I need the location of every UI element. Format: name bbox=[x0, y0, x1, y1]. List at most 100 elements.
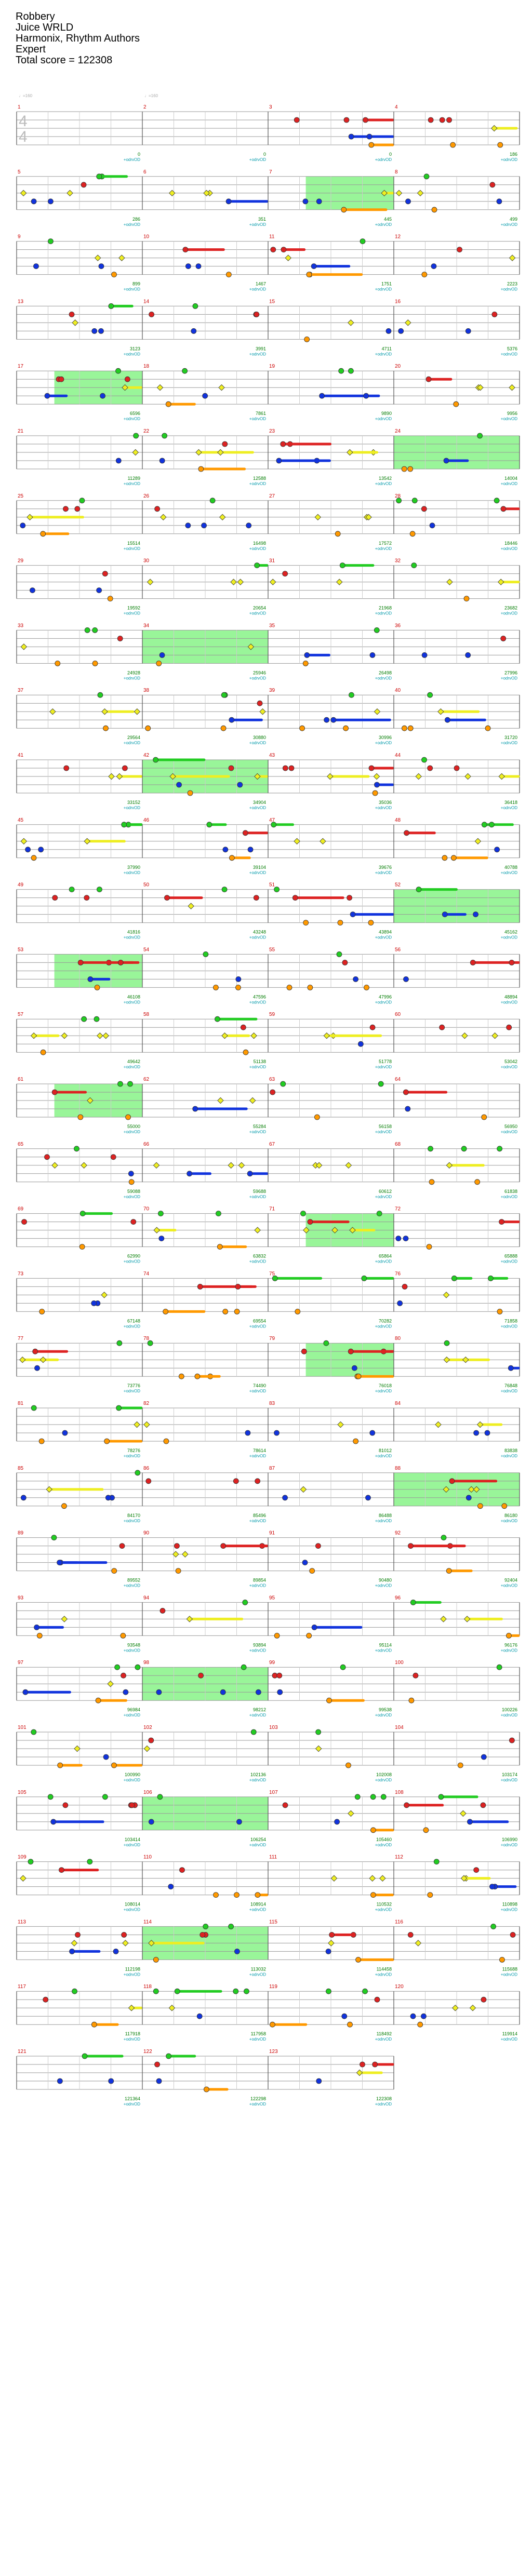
note-gem bbox=[174, 1988, 180, 1994]
note-gem bbox=[270, 2021, 275, 2028]
note-gem bbox=[295, 1308, 301, 1314]
note-gem bbox=[108, 2078, 114, 2084]
measure-number: 52 bbox=[395, 882, 401, 888]
measure-number: 21 bbox=[18, 428, 24, 434]
note-gem bbox=[485, 725, 491, 731]
measure-score: 5376 bbox=[507, 346, 517, 351]
note-gem bbox=[311, 1624, 317, 1630]
measure-score: 6596 bbox=[130, 411, 140, 416]
note-gem bbox=[270, 579, 276, 585]
note-gem bbox=[31, 198, 37, 205]
measure-number: 102 bbox=[143, 1725, 152, 1730]
overdrive-label: +odrvOD bbox=[501, 1584, 517, 1588]
measure-number: 44 bbox=[395, 753, 401, 758]
measure-number: 24 bbox=[395, 428, 401, 434]
note-gem bbox=[491, 312, 498, 317]
measure-score: 119914 bbox=[502, 2031, 517, 2036]
measure-score: 60612 bbox=[379, 1189, 392, 1194]
note-gem bbox=[395, 1236, 402, 1242]
note-gem bbox=[50, 1819, 57, 1825]
note-gem bbox=[182, 1551, 189, 1558]
note-gem bbox=[500, 636, 507, 641]
note-gem bbox=[315, 1162, 323, 1169]
note-gem bbox=[442, 911, 448, 917]
note-gem bbox=[423, 173, 430, 180]
note-gem bbox=[294, 117, 300, 123]
measure-score: 108914 bbox=[250, 1902, 266, 1907]
note-gem bbox=[33, 263, 39, 269]
measure-number: 87 bbox=[269, 1466, 275, 1471]
measure-score: 3123 bbox=[130, 346, 140, 351]
note-gem bbox=[110, 1154, 116, 1160]
measure-number: 106 bbox=[143, 1790, 152, 1795]
note-gem bbox=[57, 1762, 63, 1768]
overdrive-label: +odrvOD bbox=[501, 1130, 517, 1134]
note-gem bbox=[421, 757, 427, 763]
note-gem bbox=[249, 1097, 256, 1104]
note-gem bbox=[446, 1162, 453, 1169]
note-gem bbox=[425, 376, 432, 382]
note-gem bbox=[276, 1672, 283, 1679]
measure-score: 92404 bbox=[504, 1578, 517, 1583]
overdrive-label: +odrvOD bbox=[501, 611, 517, 616]
song-header: Robbery Juice WRLD Harmonix, Rhythm Auth… bbox=[16, 11, 140, 66]
measure-number: 120 bbox=[395, 1984, 404, 1990]
note-gem bbox=[370, 1827, 376, 1833]
note-gem bbox=[253, 895, 259, 901]
note-gem bbox=[59, 1867, 64, 1873]
measure-number: 100 bbox=[395, 1660, 404, 1666]
overdrive-label: +odrvOD bbox=[249, 1130, 266, 1134]
note-gem bbox=[230, 579, 237, 585]
note-gem bbox=[254, 773, 261, 780]
note-gem bbox=[192, 1106, 198, 1112]
measure-score: 1751 bbox=[381, 281, 392, 287]
note-gem bbox=[330, 717, 337, 723]
note-gem bbox=[97, 1032, 103, 1039]
overdrive-label: +odrvOD bbox=[249, 935, 266, 940]
overdrive-label: +odrvOD bbox=[501, 222, 517, 227]
note-gem bbox=[408, 1543, 414, 1549]
measure-number: 82 bbox=[143, 1401, 150, 1406]
note-gem bbox=[84, 627, 90, 633]
note-gem bbox=[97, 692, 103, 698]
note-gem bbox=[484, 1430, 490, 1436]
measure-number: 49 bbox=[18, 882, 24, 888]
note-gem bbox=[156, 2078, 162, 2084]
measure-score: 55284 bbox=[253, 1124, 266, 1129]
note-gem bbox=[453, 401, 459, 407]
note-gem bbox=[158, 1236, 165, 1242]
measure-score: 7861 bbox=[256, 411, 266, 416]
measure-score: 25946 bbox=[253, 670, 266, 675]
note-gem bbox=[300, 1211, 306, 1217]
overdrive-label: +odrvOD bbox=[375, 676, 392, 680]
note-gem bbox=[326, 1697, 332, 1703]
note-gem bbox=[292, 895, 298, 901]
note-gem bbox=[309, 1568, 315, 1574]
note-gem bbox=[43, 1996, 49, 2003]
note-gem bbox=[121, 822, 127, 828]
note-gem bbox=[379, 1875, 386, 1882]
note-gem bbox=[454, 765, 460, 771]
measure-number: 122 bbox=[143, 2049, 152, 2055]
note-gem bbox=[280, 441, 286, 447]
measure-score: 21968 bbox=[379, 606, 392, 611]
note-gem bbox=[427, 765, 433, 771]
measure-number: 18 bbox=[143, 364, 150, 369]
overdrive-label: +odrvOD bbox=[249, 546, 266, 551]
note-gem bbox=[474, 838, 482, 845]
note-gem bbox=[81, 1162, 87, 1169]
note-gem bbox=[21, 1219, 27, 1225]
overdrive-label: +odrvOD bbox=[375, 1195, 392, 1199]
note-gem bbox=[245, 1430, 251, 1436]
note-gem bbox=[221, 692, 227, 698]
note-gem bbox=[307, 985, 313, 990]
